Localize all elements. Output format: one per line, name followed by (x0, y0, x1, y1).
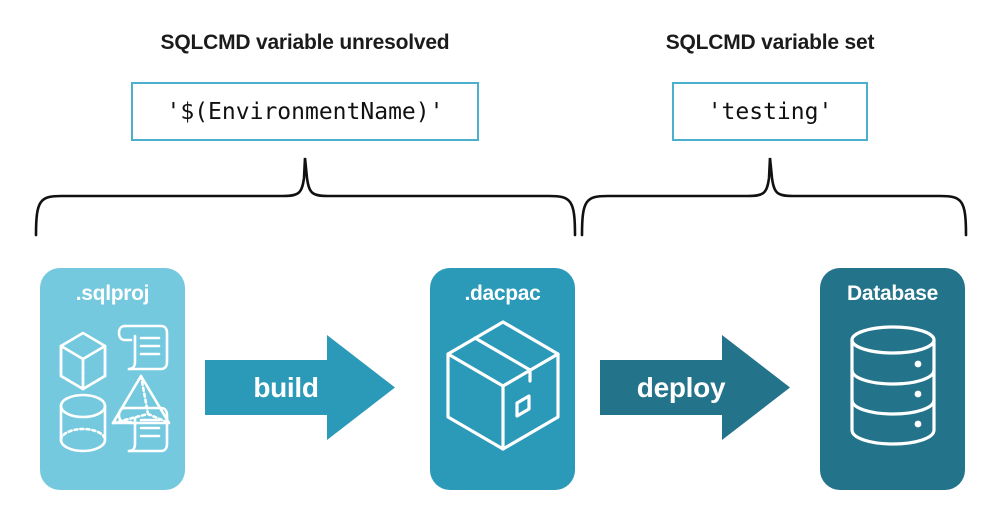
code-box-environment-name: '$(EnvironmentName)' (131, 82, 479, 141)
database-cylinder-icon (846, 324, 940, 451)
sql-objects-icon (53, 318, 173, 458)
heading-sqlcmd-variable-unresolved: SQLCMD variable unresolved (160, 31, 450, 54)
stage-box-dacpac[interactable]: .dacpac (430, 268, 575, 490)
stage-label-dacpac: .dacpac (464, 282, 541, 305)
curly-brace-left-icon (34, 157, 577, 237)
curly-brace-right-icon (580, 157, 968, 237)
heading-sqlcmd-variable-set: SQLCMD variable set (665, 31, 875, 54)
code-box-testing: 'testing' (672, 82, 868, 141)
arrow-deploy: deploy (600, 335, 790, 440)
arrow-build: build (205, 335, 395, 440)
stage-label-database: Database (847, 282, 938, 305)
stage-box-sqlproj[interactable]: .sqlproj (40, 268, 185, 490)
stage-label-sqlproj: .sqlproj (75, 282, 150, 305)
package-box-icon (444, 318, 562, 458)
arrow-right-icon (205, 335, 395, 440)
arrow-right-icon (600, 335, 790, 440)
arrow-label-build: build (253, 371, 319, 403)
arrow-label-deploy: deploy (636, 371, 726, 403)
stage-box-database[interactable]: Database (820, 268, 965, 490)
